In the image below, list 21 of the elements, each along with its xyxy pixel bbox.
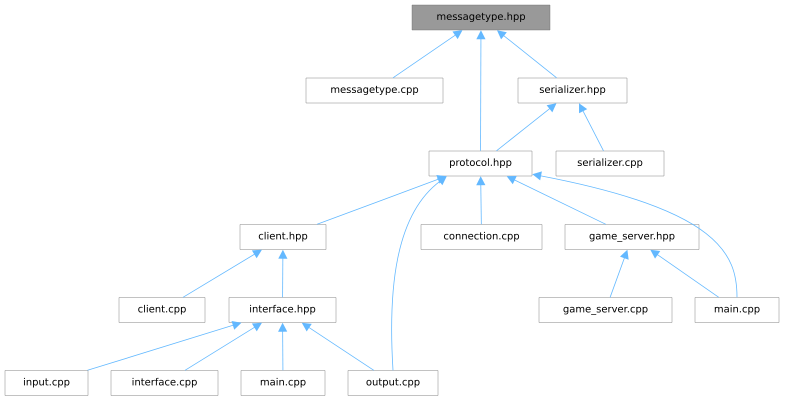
file-box: output.cpp: [348, 370, 438, 396]
file-box: main.cpp: [240, 370, 326, 396]
file-box: serializer.cpp: [556, 150, 664, 176]
file-box: main.cpp: [694, 297, 780, 323]
file-box: connection.cpp: [420, 224, 542, 250]
file-box: game_server.cpp: [538, 297, 672, 323]
file-box: messagetype.cpp: [306, 78, 444, 104]
file-box: client.cpp: [118, 297, 206, 323]
file-box: interface.cpp: [110, 370, 218, 396]
arrow: [496, 103, 556, 152]
file-box: client.hpp: [240, 224, 326, 250]
file-box: protocol.hpp: [428, 150, 532, 176]
file-box: input.cpp: [4, 370, 88, 396]
arrow: [184, 322, 262, 371]
arrow: [182, 250, 262, 298]
file-box: interface.hpp: [228, 297, 336, 323]
arrow: [392, 30, 462, 78]
arrow: [87, 320, 242, 371]
file-box: serializer.hpp: [518, 78, 628, 104]
file-box: game_server.hpp: [564, 224, 700, 250]
file-box: messagetype.hpp: [412, 4, 550, 30]
